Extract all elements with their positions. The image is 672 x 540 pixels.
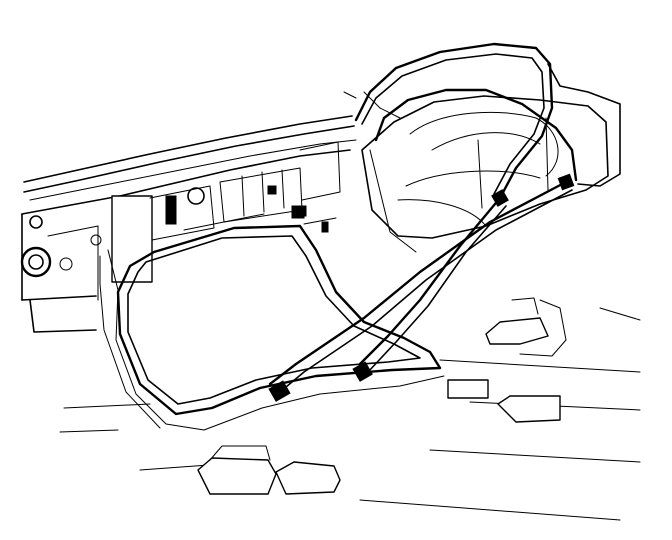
roll-hoop: [354, 42, 621, 253]
upper-right-anchor: [557, 173, 575, 191]
vent-knob: [29, 215, 43, 229]
dash-fixtures: [20, 185, 337, 278]
windshield-opening: [99, 224, 445, 431]
floor-pad-right: [497, 395, 561, 423]
floor-pads: [197, 297, 567, 495]
floor-anchors: [268, 173, 575, 402]
left-floor-anchor: [268, 380, 291, 402]
floor-bracket: [485, 317, 549, 345]
upper-center-anchor: [491, 189, 509, 207]
floor-pad-center: [275, 461, 341, 495]
control-knob: [187, 187, 205, 205]
dash-slot: [165, 195, 177, 225]
speaker-grille: [20, 246, 52, 278]
dash-anchor: [291, 205, 305, 219]
right-floor-anchor: [352, 361, 373, 382]
floor-pad-mid: [447, 379, 489, 399]
harness-straps: [268, 91, 573, 393]
dash-bracket: [111, 195, 153, 283]
floor-pad-left: [197, 457, 277, 495]
